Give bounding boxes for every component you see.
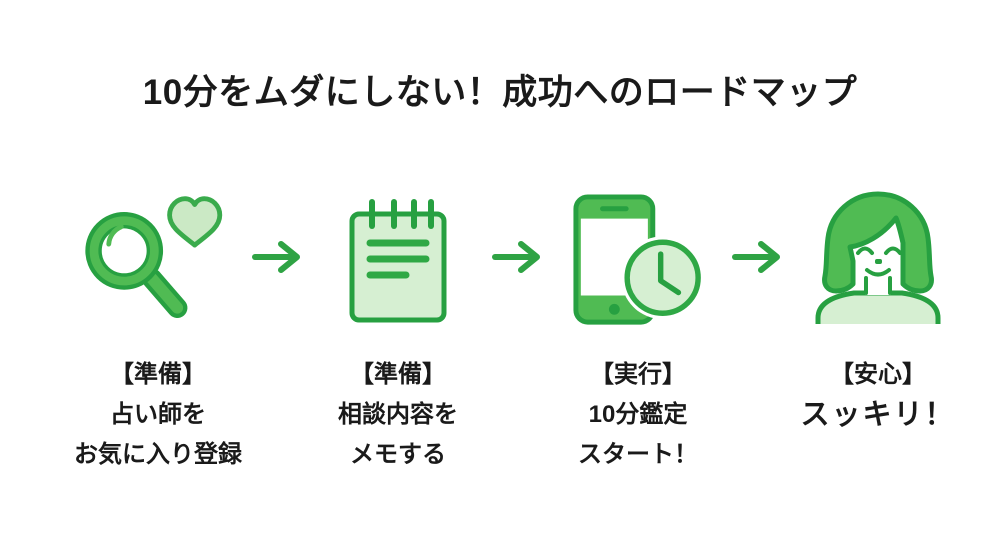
step-2-tag: 【準備】 [350,361,446,388]
step-1-caption: 【準備】 占い師を お気に入り登録 [74,355,242,475]
step-2-caption: 【準備】 相談内容を メモする [338,355,458,475]
step-3-caption: 【実行】 10分鑑定 スタート！ [578,355,698,475]
step-2-memo: 【準備】 相談内容を メモする [292,188,504,475]
step-4-tag: 【安心】 [829,361,926,388]
step-1-tag: 【準備】 [110,361,206,388]
page-title: 10分をムダにしない！成功へのロードマップ [142,73,858,112]
step-3-text-2: スタート！ [578,441,698,468]
step-1-text-2: お気に入り登録 [74,441,242,468]
step-2-text-1: 相談内容を [338,401,458,428]
step-1-text-1: 占い師を [110,401,206,428]
step-3-tag: 【実行】 [590,361,686,388]
arrow-right-icon [732,188,780,277]
arrow-right-icon [252,188,300,277]
step-4-text-1: スッキリ！ [800,399,956,431]
notepad-icon [348,188,448,333]
step-3-session: 【実行】 10分鑑定 スタート！ [532,188,744,475]
step-3-text-1: 10分鑑定 [588,401,688,428]
step-2-text-2: メモする [350,441,446,468]
arrow-right-icon [492,188,540,277]
magnifier-heart-icon [78,188,238,333]
step-4-caption: 【安心】 スッキリ！ [800,355,955,435]
steps-row: 【準備】 占い師を お気に入り登録 [0,188,1000,475]
step-4-relief: 【安心】 スッキリ！ [772,188,984,435]
relieved-woman-icon [806,188,951,333]
phone-clock-icon [571,188,706,333]
step-1-favorite: 【準備】 占い師を お気に入り登録 [52,188,264,475]
